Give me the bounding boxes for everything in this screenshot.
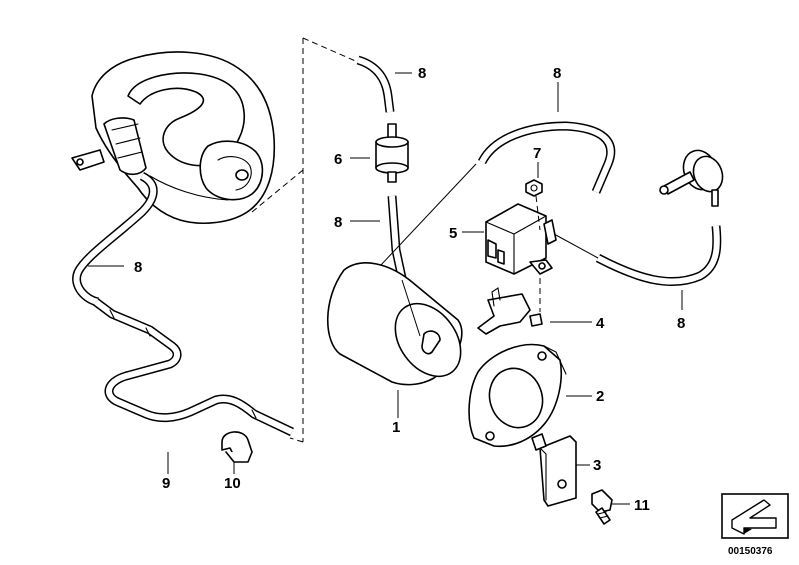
- reservoir-inlet-line: [401, 279, 421, 337]
- holder-plate: [531, 433, 577, 507]
- callout-8-lower-right: 8: [677, 315, 685, 332]
- mounting-bracket: [468, 343, 567, 448]
- callout-4: 4: [596, 315, 605, 332]
- callout-8-top: 8: [418, 65, 426, 82]
- hose-lower-right: [595, 225, 722, 286]
- bolt-icon: [591, 489, 613, 525]
- vacuum-pipe: [93, 298, 294, 437]
- vacuum-reservoir-icon: [326, 262, 463, 386]
- callout-11: 11: [634, 497, 650, 514]
- hose-top: [356, 55, 395, 113]
- assembly-line-valve: [535, 195, 541, 312]
- callout-9: 9: [162, 475, 170, 492]
- valve-to-hose-line: [553, 233, 599, 259]
- solenoid-valve-icon: [485, 203, 557, 275]
- intake-manifold-icon: [71, 51, 276, 224]
- callout-3: 3: [593, 457, 601, 474]
- assembly-line: [379, 163, 477, 267]
- callout-8-middle: 8: [334, 214, 342, 231]
- hose-upper-right: [477, 121, 616, 194]
- separator-line: [251, 37, 361, 443]
- navigation-arrow-icon: [721, 493, 789, 539]
- leader-lines: [88, 72, 683, 505]
- check-valve-icon: [375, 123, 409, 183]
- document-id: 00150376: [728, 546, 773, 557]
- callout-5: 5: [449, 225, 457, 242]
- callout-8-left: 8: [134, 259, 142, 276]
- callout-10: 10: [224, 475, 241, 492]
- vacuum-actuator-icon: [659, 149, 724, 207]
- hose-clip-icon: [221, 431, 253, 463]
- hose-middle: [387, 195, 407, 279]
- nut-icon: [525, 179, 543, 197]
- callout-1: 1: [392, 419, 400, 436]
- callout-8-upper-right: 8: [553, 65, 561, 82]
- bracket-icon: [477, 287, 543, 335]
- callout-7: 7: [533, 145, 541, 162]
- callout-2: 2: [596, 388, 604, 405]
- callout-6: 6: [334, 151, 342, 168]
- hose-left: [72, 171, 158, 307]
